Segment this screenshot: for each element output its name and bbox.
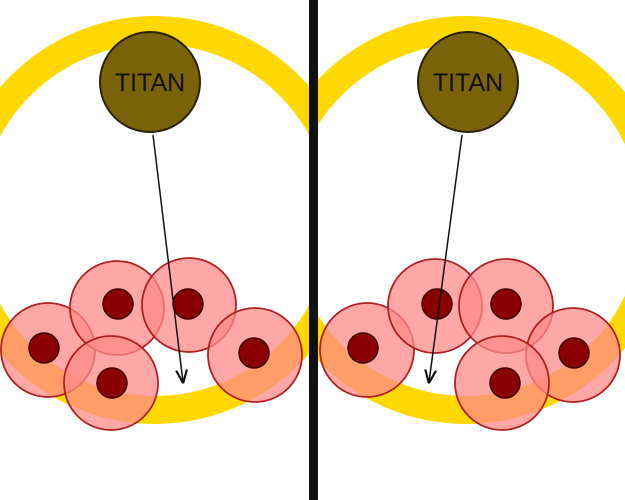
panel-right: TITAN [318,16,625,431]
orbit-ring [0,16,309,424]
cell-nucleus [558,337,590,369]
panel-divider [309,0,318,500]
cell [141,257,237,353]
cells-group [319,258,621,431]
trajectory-arrow [429,134,463,382]
cell-nucleus [102,288,134,320]
cell-nucleus [96,367,128,399]
cells-group [0,257,303,431]
titan-body [99,31,201,133]
cell-nucleus [421,288,453,320]
cell-nucleus [172,288,204,320]
cell-nucleus [490,288,522,320]
cell-nucleus [347,332,379,364]
panel-left: TITAN [0,16,309,431]
trajectory-arrow [152,134,183,382]
cell-nucleus [238,337,270,369]
cell-nucleus [28,332,60,364]
cell [207,307,303,403]
titan-body [417,31,519,133]
titan-label: TITAN [433,69,503,97]
cell [454,335,550,431]
titan-label: TITAN [115,69,185,97]
cell [63,335,159,431]
cell [319,302,415,398]
cell-nucleus [489,367,521,399]
